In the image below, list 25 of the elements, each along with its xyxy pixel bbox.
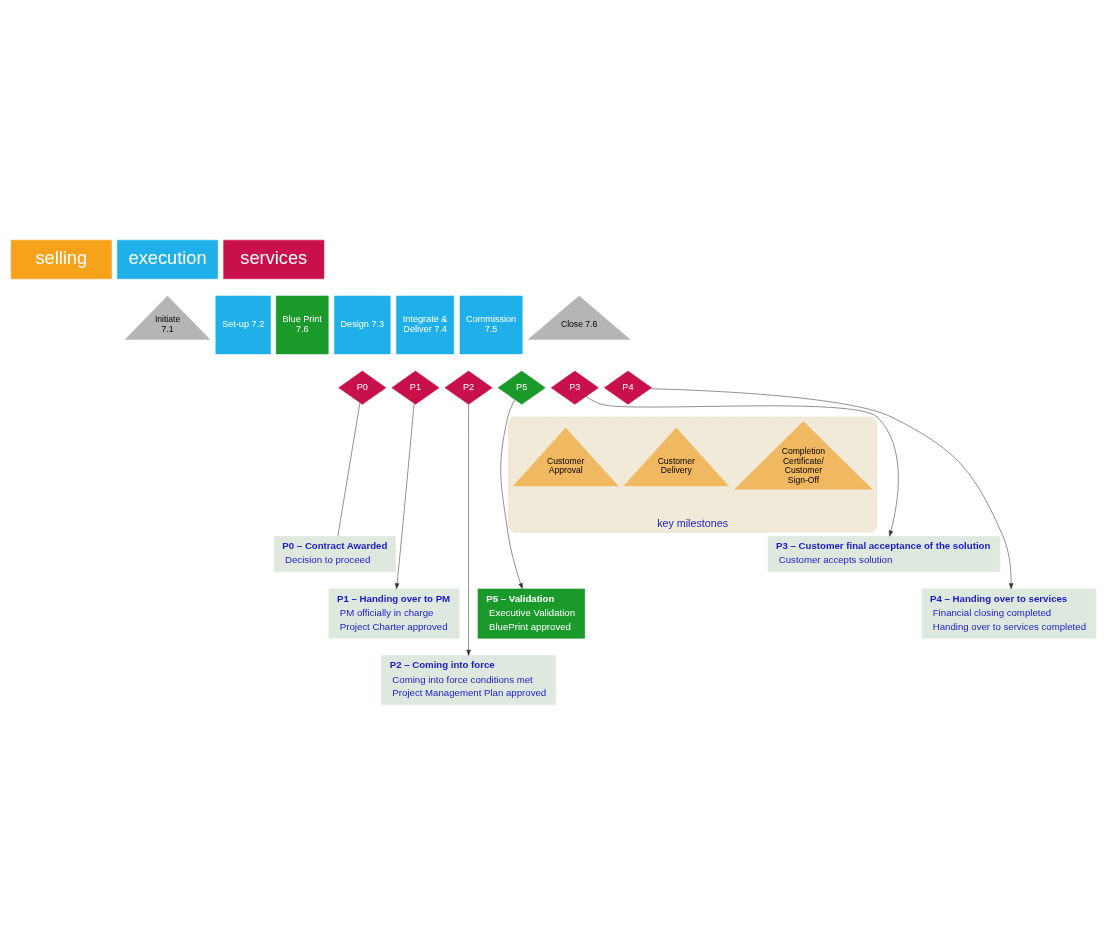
- node-box: Integrate & Deliver 7.4: [396, 295, 455, 354]
- node-diamond: P5: [497, 370, 546, 405]
- node-diamond: P0: [338, 370, 387, 405]
- node-box: selling: [10, 239, 112, 279]
- node-diamond: P1: [391, 370, 440, 405]
- node-box: P0 – Contract Awarded Decision to proceed: [274, 535, 396, 572]
- node-box: P5 – Validation Executive Validation BluePrint approved: [477, 588, 586, 639]
- node-box: P1 – Handing over to PM PM officially in charge Project Charter approved: [328, 588, 460, 639]
- node-box: Set-up 7.2: [215, 295, 271, 354]
- arrow: [585, 395, 899, 536]
- node-box: Commission 7.5: [459, 295, 523, 354]
- node-box: execution: [117, 239, 218, 279]
- node-box: P2 – Coming into force Coming into force conditions met Project Management Plan approved: [381, 654, 557, 705]
- arrow: [649, 387, 1014, 589]
- node-diamond: P2: [444, 370, 493, 405]
- node-box: services: [223, 239, 325, 279]
- arrow: [394, 402, 415, 589]
- node-diamond: P3: [550, 370, 599, 405]
- arrow: [466, 403, 471, 656]
- node-box: P4 – Handing over to services Financial closing completed Handing over to services completed: [921, 588, 1097, 639]
- arrow: [500, 398, 523, 589]
- node-box: Design 7.3: [334, 295, 391, 354]
- node-diamond: P4: [604, 370, 652, 405]
- node-box: Blue Print 7.6: [275, 295, 329, 354]
- node-box: P3 – Customer final acceptance of the solution Customer accepts solution: [767, 535, 1001, 572]
